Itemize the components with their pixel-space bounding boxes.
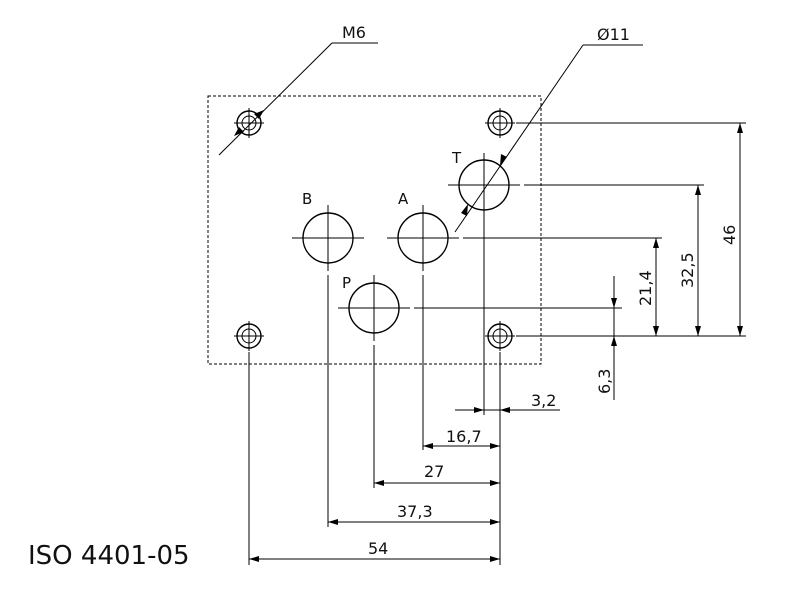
- dimension-32-5-text: 32,5: [678, 252, 697, 288]
- callout-diameter-text: Ø11: [597, 25, 630, 44]
- port-t: [448, 153, 520, 217]
- callout-m6-text: M6: [342, 23, 366, 42]
- mounting-hole-bottom-right: [485, 321, 515, 351]
- mounting-hole-top-left: [234, 108, 264, 138]
- standard-label: ISO 4401-05: [28, 541, 190, 571]
- dimension-46-text: 46: [720, 225, 739, 245]
- mounting-hole-top-right: [485, 108, 515, 138]
- port-a: [387, 205, 459, 271]
- dimension-27-text: 27: [424, 462, 444, 481]
- dimension-16-7-text: 16,7: [446, 427, 482, 446]
- port-label-p: P: [342, 274, 351, 292]
- dimension-21-4-text: 21,4: [636, 270, 655, 306]
- dimension-54-text: 54: [368, 539, 388, 558]
- callout-m6-leader: [218, 42, 378, 156]
- callout-diameter-leader: [454, 44, 643, 233]
- dimension-3-2-text: 3,2: [531, 391, 556, 410]
- dimension-6-3-text: 6,3: [595, 369, 614, 394]
- mounting-hole-bottom-left: [234, 321, 264, 351]
- port-label-a: A: [398, 190, 409, 208]
- port-b: [292, 205, 364, 271]
- dimension-37-3-text: 37,3: [397, 502, 433, 521]
- port-label-b: B: [302, 190, 312, 208]
- port-label-t: T: [451, 149, 462, 167]
- port-p: [338, 275, 410, 341]
